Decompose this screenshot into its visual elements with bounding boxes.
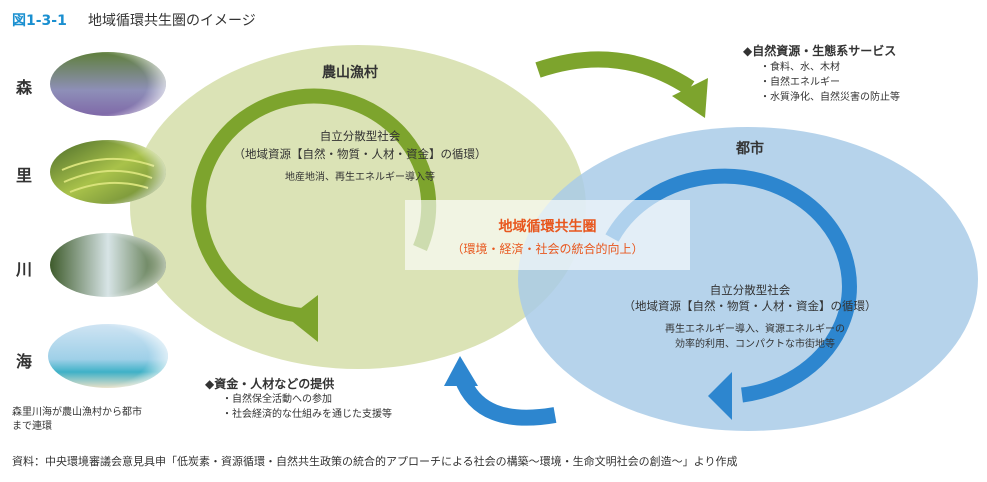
side-label-village: 里 [16,166,33,185]
urban-sub1: 自立分散型社会 [709,283,791,297]
forest-photo [50,52,166,116]
rural-sub1: 自立分散型社会 [319,129,401,143]
terraced-field-photo [50,140,166,204]
funds-people-list: ・自然保全活動への参加 ・社会経済的な仕組みを通じた支援等 [222,392,392,422]
rural-sub2: （地域資源【自然・物質・人材・資金】の循環） [233,147,487,161]
figure-number: 図1-3-1 [12,13,67,29]
side-label-sea: 海 [16,352,33,371]
ecosystem-item: ・水質浄化、自然災害の防止等 [760,92,900,103]
source-note: 資料：中央環境審議会意見具申「低炭素・資源循環・自然共生政策の統合的アプローチに… [12,455,738,468]
rural-cycle-arrowhead [288,295,318,342]
supply-arrow [535,51,695,95]
side-note-line1: 森里川海が農山漁村から都市 [12,407,142,418]
side-label-river: 川 [16,260,33,279]
funds-people-heading: ◆資金・人材などの提供 [205,377,335,391]
rural-cycle-arrow [191,88,437,324]
sea-photo [48,324,168,388]
urban-sub2: （地域資源【自然・物質・人材・資金】の循環） [623,299,877,313]
center-subtitle: （環境・経済・社会の統合的向上） [451,242,644,256]
center-title: 地域循環共生圏 [498,219,597,235]
support-arrowhead [444,356,478,386]
ecosystem-item: ・食料、水、木材 [760,62,840,73]
side-note: 森里川海が農山漁村から都市 まで連環 [12,406,172,434]
support-arrow [454,374,557,426]
funds-item: ・自然保全活動への参加 [222,394,332,405]
side-note-line2: まで連環 [12,421,52,432]
river-photo [50,233,166,297]
urban-title: 都市 [736,141,764,157]
supply-arrowhead [672,78,708,118]
ecosystem-services-list: ・食料、水、木材 ・自然エネルギー ・水質浄化、自然災害の防止等 [760,60,900,105]
urban-cycle-arrowhead [708,372,732,420]
urban-cycle-arrow [605,168,857,403]
side-label-forest: 森 [16,78,33,97]
funds-item: ・社会経済的な仕組みを通じた支援等 [222,409,392,420]
rural-title: 農山漁村 [322,65,378,81]
urban-detail-line1: 再生エネルギー導入、資源エネルギーの [665,324,845,335]
ecosystem-item: ・自然エネルギー [760,77,840,88]
figure-title: 地域循環共生圏のイメージ [88,13,256,29]
urban-detail-line2: 効率的利用、コンパクトな市街地等 [675,339,835,350]
center-box [405,200,690,270]
ecosystem-services-heading: ◆自然資源・生態系サービス [743,44,897,58]
rural-detail: 地産地消、再生エネルギー導入等 [285,172,435,183]
